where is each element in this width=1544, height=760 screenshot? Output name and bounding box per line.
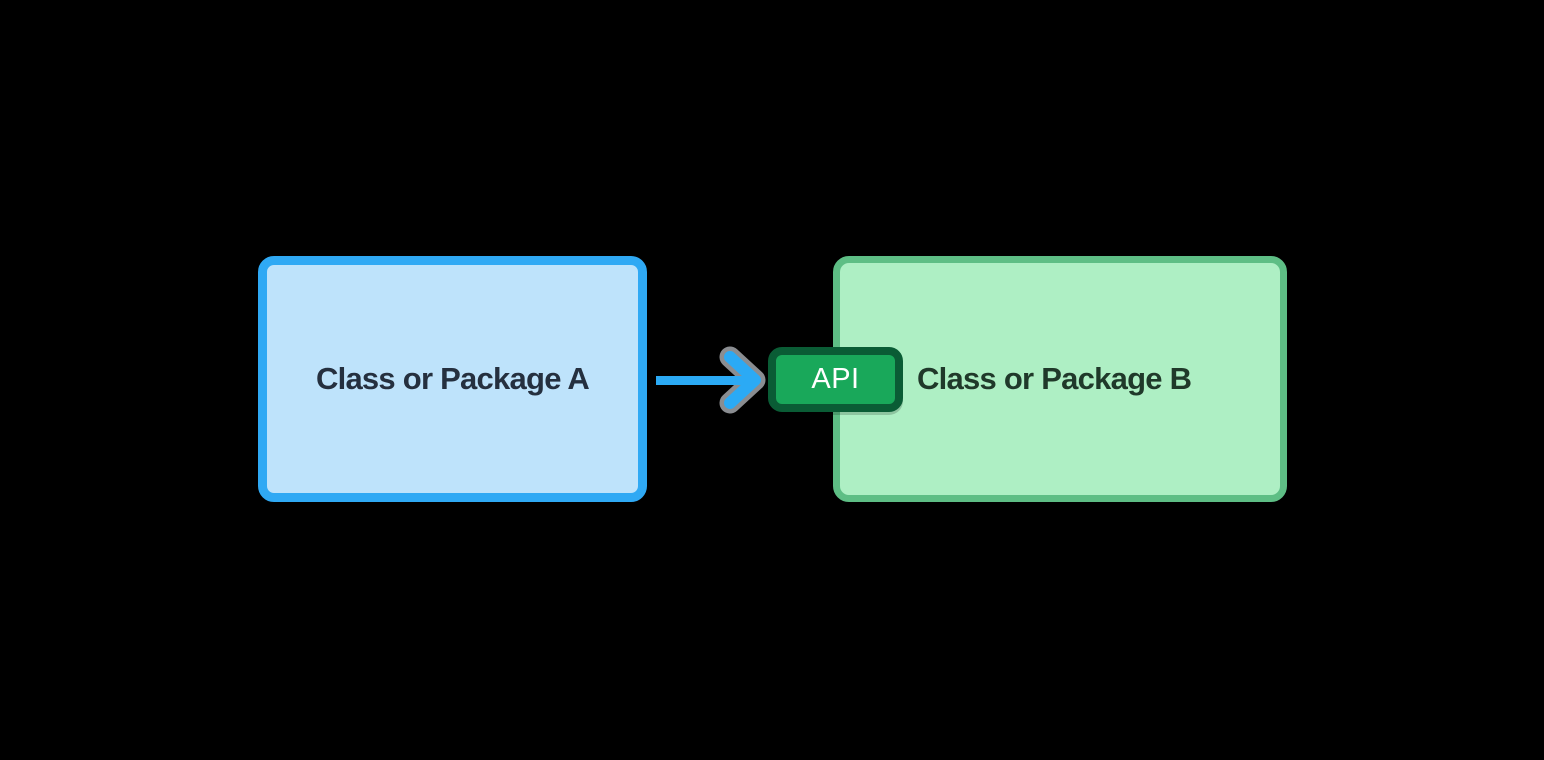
api-badge-label: API [811,363,860,395]
dependency-arrow [656,346,766,414]
api-badge: API [768,347,903,412]
node-a-label: Class or Package A [315,361,590,396]
arrow-head-icon [724,351,761,409]
node-b-label: Class or Package B [917,361,1192,396]
node-class-or-package-b: Class or Package B [833,256,1287,502]
node-class-or-package-a: Class or Package A [258,256,647,502]
